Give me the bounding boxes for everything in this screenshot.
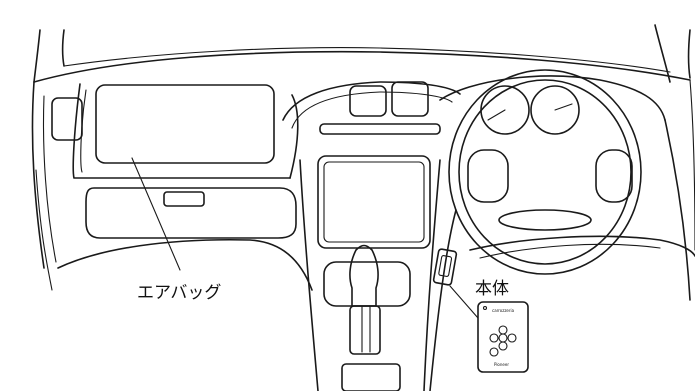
remote-control: carrozzeria Pioneer: [478, 302, 528, 372]
remote-button-left: [490, 334, 498, 342]
console-lower-box: [342, 364, 400, 391]
gear-shift-knob: [350, 246, 378, 307]
remote-button-down: [499, 342, 507, 350]
main-unit-label: 本体: [475, 279, 509, 299]
instrument-cluster: [440, 76, 695, 300]
remote-button-right: [508, 334, 516, 342]
remote-button-up: [499, 326, 507, 334]
wheel-left-pad: [468, 150, 508, 202]
center-trim-strip: [320, 124, 440, 134]
wheel-right-pad: [596, 150, 632, 202]
remote-brand-bottom: Pioneer: [494, 362, 509, 367]
steering-wheel: [449, 70, 641, 274]
airbag-leader-line: [132, 158, 180, 270]
center-vent-right: [392, 82, 428, 116]
center-console: [283, 82, 460, 391]
airbag-panel: [96, 85, 274, 163]
shifter-surround: [324, 262, 410, 306]
remote-button-center: [499, 334, 507, 342]
remote-button-left-2: [490, 348, 498, 356]
main-unit-leader-line: [450, 286, 478, 318]
shifter-boot: [350, 306, 380, 354]
airbag-label: エアバッグ: [137, 283, 221, 303]
navigation-screen: [318, 156, 430, 248]
glove-box: [86, 188, 296, 238]
windshield-frame: [34, 25, 690, 82]
glove-box-handle: [164, 192, 204, 206]
center-vent-left: [350, 86, 386, 116]
wheel-hub-bottom: [499, 210, 591, 230]
remote-brand-top: carrozzeria: [492, 308, 515, 313]
